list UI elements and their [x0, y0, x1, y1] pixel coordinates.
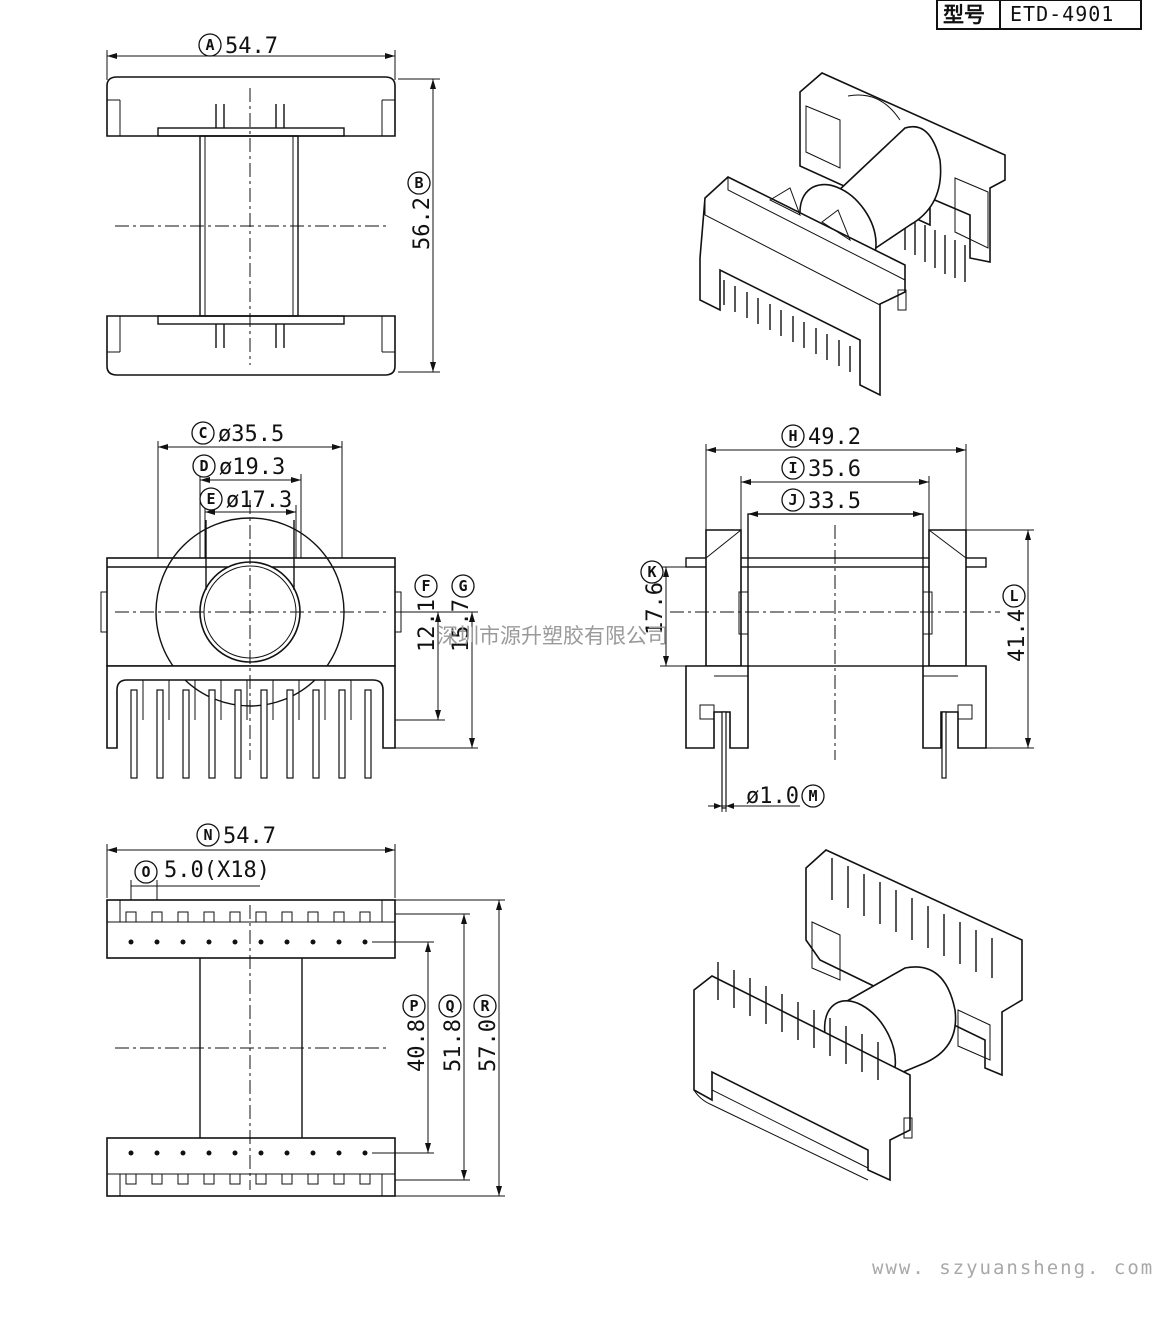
dim-D-label: D ø19.3 — [192, 454, 285, 480]
svg-text:12.1: 12.1 — [415, 599, 440, 652]
svg-text:O: O — [141, 863, 150, 881]
svg-text:54.7: 54.7 — [223, 824, 276, 849]
svg-text:54.7: 54.7 — [225, 34, 278, 59]
bottom-view: N 54.7 O 5.0(X18) — [106, 823, 505, 1197]
svg-text:5.0(X18): 5.0(X18) — [164, 858, 270, 883]
dim-P-label: P 40.8 — [402, 994, 430, 1072]
dim-R-label: R 57.0 — [473, 994, 501, 1072]
svg-text:ø35.5: ø35.5 — [218, 422, 284, 447]
svg-text:D: D — [199, 457, 208, 475]
svg-text:P: P — [409, 997, 418, 1015]
svg-text:E: E — [206, 490, 215, 508]
dim-I-label: I 35.6 — [781, 456, 861, 482]
watermark: 深圳市源升塑胶有限公司 — [437, 624, 668, 648]
svg-text:ø17.3: ø17.3 — [226, 488, 292, 513]
svg-text:A: A — [205, 36, 214, 54]
isometric-view-bottom — [693, 849, 1023, 1182]
svg-text:33.5: 33.5 — [808, 489, 861, 514]
dim-F-label: F 12.1 — [414, 574, 440, 652]
svg-text:35.6: 35.6 — [808, 457, 861, 482]
dim-N-label: N 54.7 — [196, 823, 276, 849]
front-view: C ø35.5 D ø19.3 E ø17.3 — [100, 421, 478, 779]
side-view: H 49.2 I 35.6 J 33.5 — [640, 424, 1034, 812]
website-url: www. szyuansheng. com — [872, 1257, 1154, 1279]
svg-text:J: J — [788, 491, 797, 509]
isometric-view-top — [699, 72, 1006, 397]
svg-text:B: B — [414, 174, 423, 192]
pin-holes-top — [128, 939, 368, 945]
svg-text:K: K — [647, 563, 656, 581]
svg-text:15.7: 15.7 — [449, 599, 474, 652]
svg-text:56.2: 56.2 — [410, 197, 435, 250]
svg-text:51.8: 51.8 — [441, 1019, 466, 1072]
svg-text:41.4: 41.4 — [1005, 609, 1030, 662]
svg-text:ø1.0: ø1.0 — [746, 784, 799, 809]
top-view: A 54.7 — [106, 33, 440, 376]
dim-C-label: C ø35.5 — [191, 421, 284, 447]
svg-text:I: I — [788, 459, 797, 477]
svg-text:17.6: 17.6 — [643, 582, 668, 635]
model-label: 型号 — [943, 3, 985, 27]
title-block: 型号 ETD-4901 — [936, 0, 1142, 30]
dim-B-label: B 56.2 — [407, 171, 435, 250]
svg-text:ø19.3: ø19.3 — [219, 455, 285, 480]
svg-text:G: G — [458, 577, 467, 595]
svg-text:R: R — [480, 997, 490, 1015]
svg-text:L: L — [1009, 587, 1018, 605]
dim-K-label: K 17.6 — [640, 560, 668, 635]
svg-text:M: M — [808, 787, 817, 805]
pin-pads-top — [125, 911, 371, 923]
model-value: ETD-4901 — [1010, 2, 1114, 26]
svg-text:57.0: 57.0 — [476, 1019, 501, 1072]
pin-holes-bottom — [128, 1150, 368, 1156]
dim-J-label: J 33.5 — [781, 488, 861, 514]
dim-G-label: G 15.7 — [449, 574, 475, 652]
svg-text:F: F — [421, 577, 430, 595]
dim-O-label: O 5.0(X18) — [134, 858, 270, 884]
dim-Q-label: Q 51.8 — [438, 994, 466, 1072]
svg-text:N: N — [203, 826, 212, 844]
svg-text:49.2: 49.2 — [808, 425, 861, 450]
svg-text:C: C — [198, 424, 207, 442]
dim-H-label: H 49.2 — [781, 424, 861, 450]
pin-row — [130, 680, 372, 779]
dim-E-label: E ø17.3 — [199, 487, 292, 513]
dim-M-label: ø1.0 M — [746, 784, 825, 809]
svg-text:Q: Q — [445, 997, 454, 1015]
pin-pads-bottom — [125, 1173, 371, 1185]
svg-text:40.8: 40.8 — [405, 1019, 430, 1072]
dim-A-label: A 54.7 — [198, 33, 278, 59]
svg-text:H: H — [788, 427, 797, 445]
dim-L-label: L 41.4 — [1002, 584, 1030, 662]
